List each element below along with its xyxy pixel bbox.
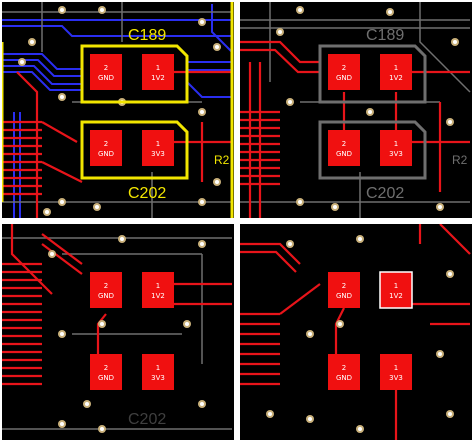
pad-2-num: 1 xyxy=(394,282,398,290)
red-trace-group xyxy=(240,40,470,218)
pad-1-net: GND xyxy=(336,292,352,300)
pad-4-num: 1 xyxy=(156,140,160,148)
pad-4 xyxy=(142,130,174,166)
pad-2-highlighted xyxy=(379,271,413,309)
pad-2-net: 1V2 xyxy=(389,292,403,300)
pad-2-net: 1V2 xyxy=(151,74,165,82)
pad-4-net: 3V3 xyxy=(151,150,165,158)
designator-c202: C202 xyxy=(366,185,404,202)
pad-1-num: 2 xyxy=(342,282,346,290)
pad-3-num: 2 xyxy=(104,140,108,148)
pad-2-num: 1 xyxy=(156,282,160,290)
pcb-view-3: 2 GND 1 1V2 2 GND 1 3V3 C202 xyxy=(2,224,232,433)
pad-2-net: 1V2 xyxy=(151,292,165,300)
pad-3-net: GND xyxy=(336,150,352,158)
pad-1-num: 2 xyxy=(104,282,108,290)
pad-group: 2 GND 1 1V2 2 GND 1 3V3 xyxy=(328,54,412,166)
pad-1 xyxy=(328,272,360,308)
pad-1-net: GND xyxy=(336,74,352,82)
pcb-view-4: 2 GND 1 1V2 2 GND 1 3V3 xyxy=(240,224,471,440)
panel-copper-gray-traces: 2 GND 1 1V2 2 GND 1 3V3 C202 xyxy=(2,224,234,440)
red-trace-group xyxy=(240,224,471,440)
pad-1-net: GND xyxy=(98,74,114,82)
panel-copper-with-outline: 2 GND 1 1V2 2 GND 1 3V3 C189 C202 R2 xyxy=(240,2,472,218)
pad-2-num: 1 xyxy=(156,64,160,72)
outline-group xyxy=(318,44,427,180)
designator-c189: C189 xyxy=(128,27,166,44)
panel-all-layers: 2 GND 1 1V2 2 GND 1 3V3 C189 C202 R2 xyxy=(2,2,234,218)
gray-trace-group xyxy=(240,2,471,218)
pcb-view-2: 2 GND 1 1V2 2 GND 1 3V3 C189 C202 R2 xyxy=(240,2,471,218)
pad-3-net: GND xyxy=(336,374,352,382)
pad-1 xyxy=(90,272,122,308)
pad-4 xyxy=(380,130,412,166)
pcb-view-1: 2 GND 1 1V2 2 GND 1 3V3 C189 C202 R2 xyxy=(2,2,234,218)
pad-group: 2 GND 1 1V2 2 GND 1 3V3 xyxy=(90,272,174,390)
pad-4 xyxy=(142,354,174,390)
pad-4-num: 1 xyxy=(394,364,398,372)
pad-3-num: 2 xyxy=(342,140,346,148)
pad-3 xyxy=(328,130,360,166)
red-trace-group xyxy=(2,224,232,386)
pad-2-num: 1 xyxy=(394,64,398,72)
pad-3-net: GND xyxy=(98,374,114,382)
pad-4 xyxy=(380,354,412,390)
designator-c202: C202 xyxy=(128,411,166,428)
pad-1-net: GND xyxy=(98,292,114,300)
pad-1 xyxy=(328,54,360,90)
designator-c189: C189 xyxy=(366,27,404,44)
via-group xyxy=(266,235,454,433)
pad-3-net: GND xyxy=(98,150,114,158)
pad-4-net: 3V3 xyxy=(389,374,403,382)
gray-trace-group xyxy=(2,2,232,218)
pad-3 xyxy=(90,354,122,390)
via-group xyxy=(18,6,221,216)
pad-2-net: 1V2 xyxy=(389,74,403,82)
panel-copper-only: 2 GND 1 1V2 2 GND 1 3V3 xyxy=(240,224,472,440)
pad-group: 2 GND 1 1V2 2 GND 1 3V3 xyxy=(328,271,413,390)
pad-3-num: 2 xyxy=(104,364,108,372)
pad-3-num: 2 xyxy=(342,364,346,372)
via-group xyxy=(48,235,206,433)
silkscreen-outline-group xyxy=(2,2,234,218)
pad-group: 2 GND 1 1V2 2 GND 1 3V3 xyxy=(90,54,174,166)
pad-1-num: 2 xyxy=(342,64,346,72)
pad-2 xyxy=(380,54,412,90)
via-group xyxy=(276,6,459,211)
designator-r2: R2 xyxy=(452,153,468,167)
pad-3 xyxy=(90,130,122,166)
pad-4-net: 3V3 xyxy=(389,150,403,158)
pad-3 xyxy=(328,354,360,390)
gray-trace-group xyxy=(2,237,232,430)
pad-4-net: 3V3 xyxy=(151,374,165,382)
designator-c202: C202 xyxy=(128,185,166,202)
pad-1 xyxy=(90,54,122,90)
pad-2 xyxy=(142,54,174,90)
pad-2 xyxy=(142,272,174,308)
pad-4-num: 1 xyxy=(394,140,398,148)
designator-r2: R2 xyxy=(214,153,230,167)
pad-1-num: 2 xyxy=(104,64,108,72)
pad-4-num: 1 xyxy=(156,364,160,372)
